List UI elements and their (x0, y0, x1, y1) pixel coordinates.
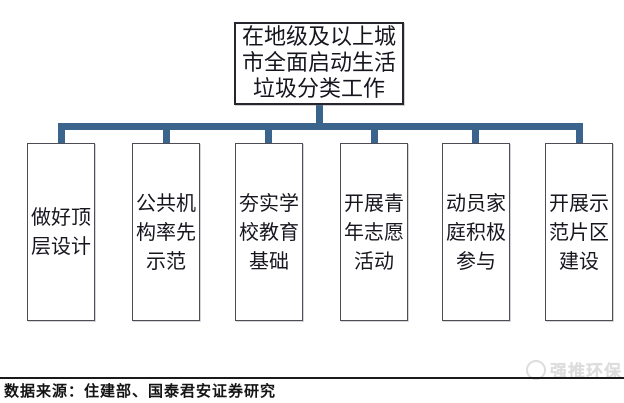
child-node-box: 做好顶层设计 (27, 143, 95, 321)
connector-drop (265, 123, 272, 144)
connector-drop (472, 123, 479, 144)
data-source-note: 数据来源：住建部、国泰君安证券研究 (4, 382, 277, 400)
child-node-box: 动员家庭积极参与 (442, 143, 510, 321)
connector-drop (163, 123, 170, 144)
child-node-box: 夯实学校教育基础 (235, 143, 303, 321)
connector-horizontal-bar (58, 123, 583, 130)
connector-stem (316, 104, 323, 124)
footer-divider-line (0, 377, 624, 379)
child-node-box: 开展示范片区建设 (545, 143, 613, 321)
connector-drop (576, 123, 583, 144)
connector-drop (58, 123, 65, 144)
root-node-box: 在地级及以上城市全面启动生活垃圾分类工作 (234, 22, 404, 105)
child-node-box: 开展青年志愿活动 (340, 143, 408, 321)
child-node-box: 公共机构率先示范 (132, 143, 200, 321)
connector-drop (371, 123, 378, 144)
